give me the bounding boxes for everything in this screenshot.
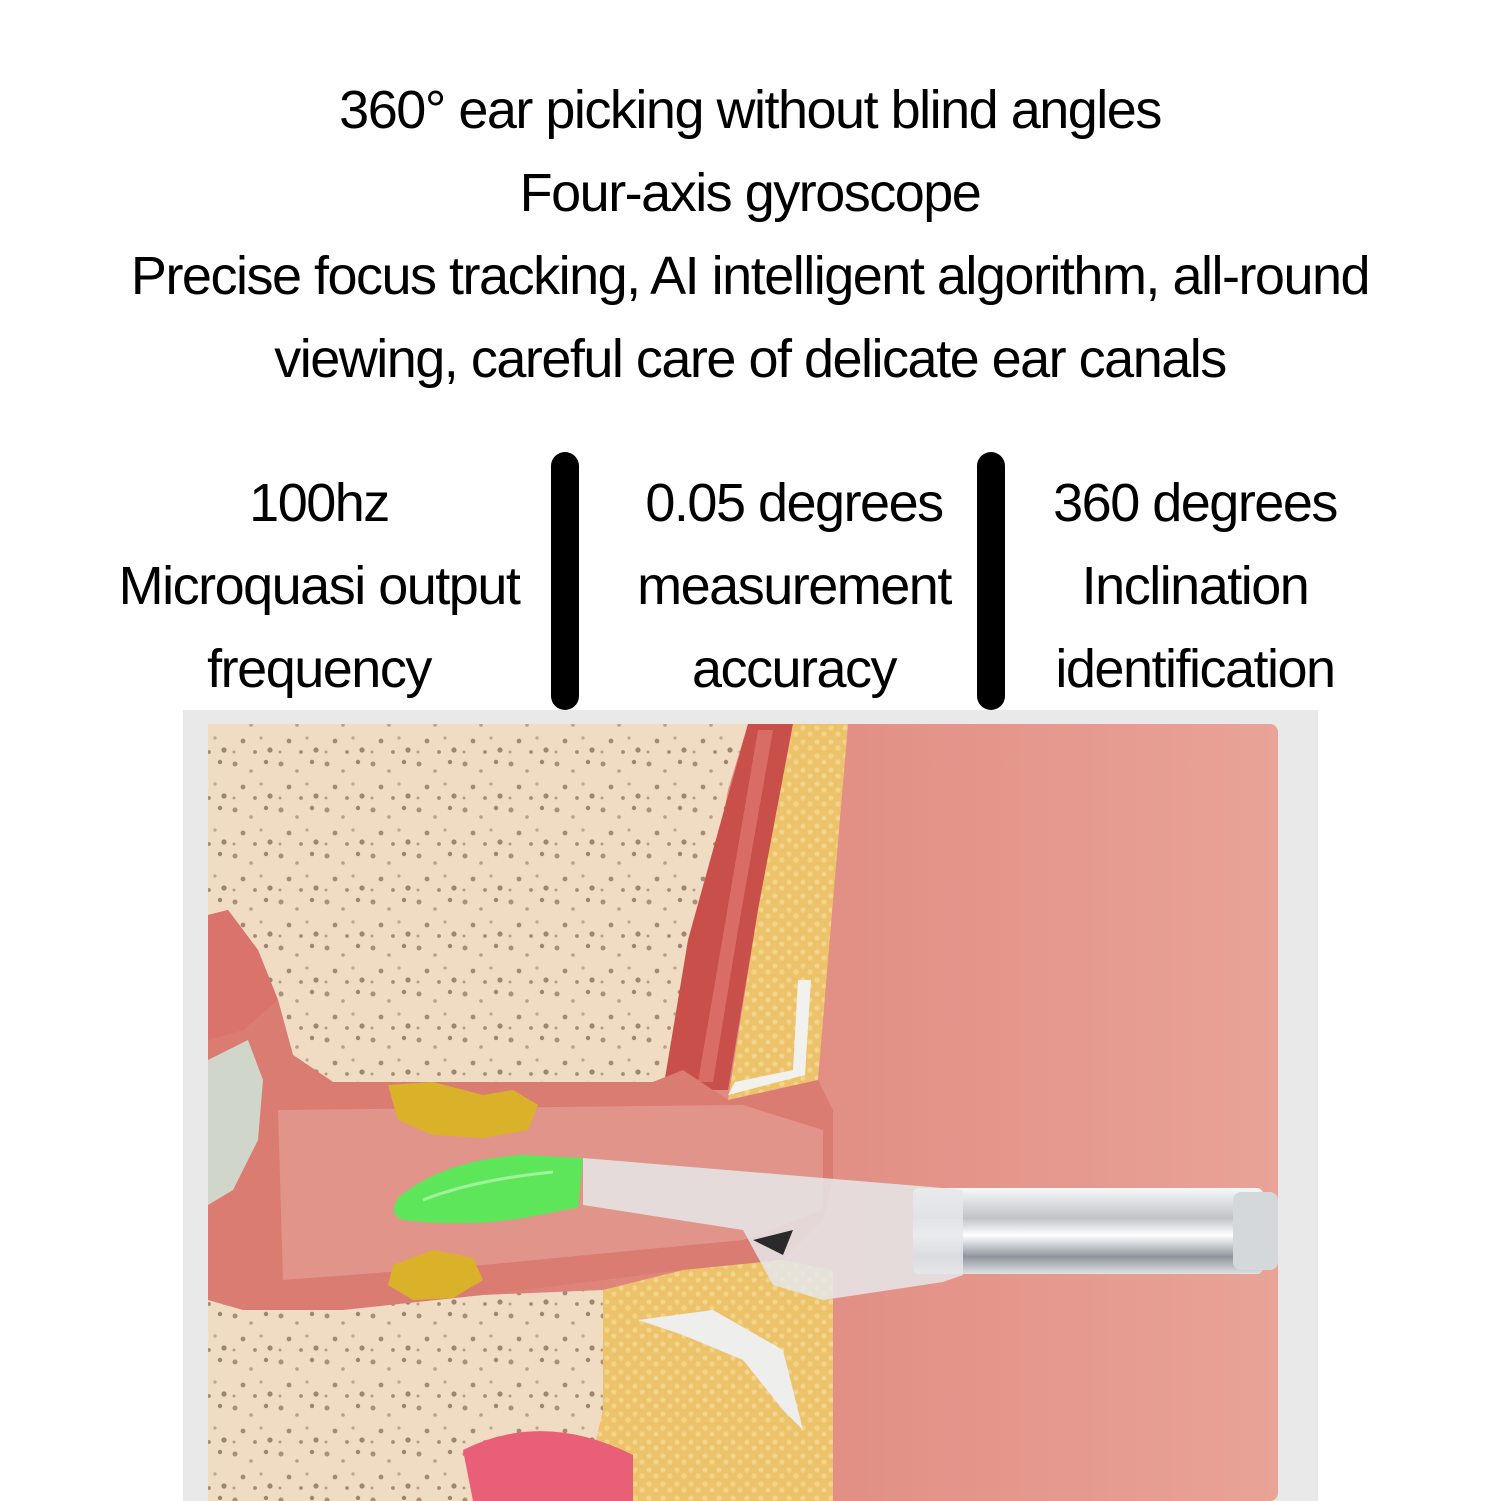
feature-frequency-label-line-1: Microquasi output	[118, 556, 521, 616]
headline-line-1: 360° ear picking without blind angles	[339, 80, 1162, 140]
feature-divider-left	[551, 452, 579, 710]
cartilage-sliver	[728, 980, 811, 1095]
earwax-lower	[388, 1250, 483, 1300]
ear-canal-illustration-svg	[208, 724, 1278, 1501]
feature-frequency-value: 100hz	[249, 473, 390, 533]
bone-notch	[208, 910, 278, 1040]
feature-frequency: 100hz Microquasi output frequency	[104, 462, 534, 711]
probe-handle-end	[1233, 1192, 1278, 1270]
eardrum	[208, 1040, 263, 1205]
probe-green-tip	[394, 1155, 583, 1224]
probe-tip-highlight	[422, 1170, 554, 1202]
feature-inclination-label-line-2: identification	[1055, 639, 1336, 699]
upper-fat-layer	[728, 724, 848, 1100]
headline-line-3: Precise focus tracking, AI intelligent a…	[130, 246, 1371, 306]
upper-bone	[208, 724, 748, 1082]
feature-inclination-value: 360 degrees	[1053, 473, 1338, 533]
blood-vessel	[463, 1431, 633, 1501]
feature-accuracy-label-line-2: accuracy	[691, 639, 898, 699]
headline-line-4: viewing, careful care of delicate ear ca…	[274, 329, 1227, 389]
feature-accuracy: 0.05 degrees measurement accuracy	[579, 462, 1009, 711]
muscle-highlight	[698, 730, 773, 1082]
feature-frequency-label-line-2: frequency	[207, 639, 432, 699]
feature-accuracy-value: 0.05 degrees	[645, 473, 944, 533]
lower-cartilage	[638, 1310, 803, 1430]
probe-clear-shell	[583, 1158, 963, 1300]
headline-line-2: Four-axis gyroscope	[519, 163, 982, 223]
earwax-upper	[388, 1082, 538, 1138]
feature-inclination: 360 degrees Inclination identification	[980, 462, 1410, 711]
feature-divider-right	[977, 452, 1005, 710]
feature-accuracy-label-line-1: measurement	[637, 556, 952, 616]
probe-camera-lens	[753, 1230, 793, 1255]
feature-inclination-label-line-1: Inclination	[1081, 556, 1310, 616]
ear-canal-illustration	[183, 710, 1318, 1501]
probe-handle	[913, 1188, 1263, 1274]
